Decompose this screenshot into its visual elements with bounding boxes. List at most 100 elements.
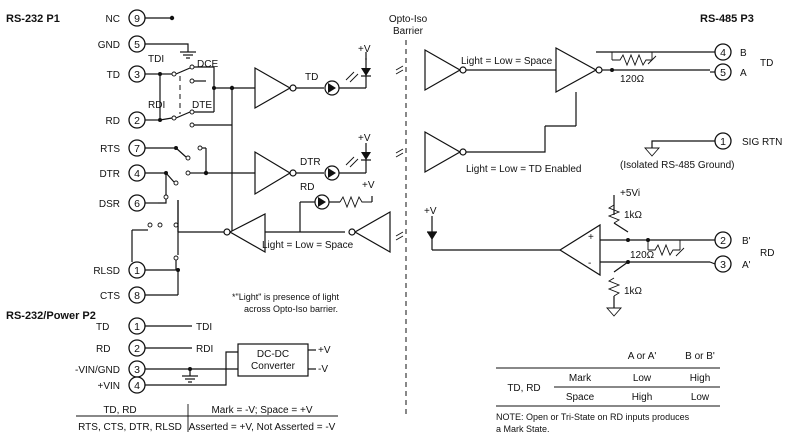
svg-text:4: 4: [134, 168, 140, 180]
voltage-table-r1c2: Mark = -V; Space = +V: [211, 405, 312, 416]
svg-text:1: 1: [134, 321, 140, 333]
svg-text:1: 1: [134, 265, 140, 277]
p1-pin-7: 7: [128, 139, 146, 157]
p3-pin-label-b-prime: B': [742, 236, 751, 247]
p3-pin-1: 1: [714, 132, 732, 150]
barrier-label-2: Barrier: [393, 26, 424, 37]
p1-pin-label-dsr: DSR: [99, 199, 120, 210]
td-signal-label: TD: [305, 72, 318, 83]
p3-pin-4: 4: [714, 43, 732, 61]
p2-pin-1: 1: [128, 317, 146, 335]
state-table-mark-a: Low: [633, 373, 652, 384]
dtr-signal-label: DTR: [300, 157, 321, 168]
svg-text:1: 1: [720, 136, 726, 148]
p3-header: RS-485 P3: [700, 13, 754, 25]
svg-text:3: 3: [134, 364, 140, 376]
switch-label-dce: DCE: [197, 59, 218, 70]
dtr-plus-v-label: +V: [358, 133, 371, 144]
light-note-2: across Opto-Iso barrier.: [244, 304, 338, 314]
switch-label-tdi: TDI: [148, 54, 164, 65]
p1-pin-label-rd: RD: [106, 116, 120, 127]
rd-opto-receiver-gate: [353, 210, 391, 254]
p3-pin-label-a: A: [740, 68, 747, 79]
p1-pin-label-td: TD: [107, 70, 120, 81]
dtr-enable-path: DTR +V Light = Low = TD Enabled: [254, 130, 581, 196]
rs485-receiver-amp: [558, 223, 601, 277]
state-table-mark: Mark: [569, 373, 592, 384]
p1-pin-2: 2: [128, 111, 146, 129]
p2-pin-label-vin: +VIN: [97, 381, 120, 392]
p1-pin-5: 5: [128, 35, 146, 53]
barrier-label-1: Opto-Iso: [389, 14, 428, 25]
rd-output-buffer-gate: [228, 213, 266, 254]
p2-pin-label-rd: RD: [96, 344, 110, 355]
state-table-mark-b: High: [690, 373, 711, 384]
p1-pin-4: 4: [128, 164, 146, 182]
p2-pin-2: 2: [128, 339, 146, 357]
svg-text:7: 7: [134, 143, 140, 155]
pullup-resistor-label: 1kΩ: [624, 210, 643, 221]
p1-header: RS-232 P1: [6, 13, 60, 25]
voltage-table-r1c1: TD, RD: [103, 405, 136, 416]
rs485-state-table: A or A' B or B' TD, RD Mark Space Low Hi…: [496, 351, 720, 434]
dc-dc-converter-line1: DC-DC: [257, 349, 289, 360]
state-table-space-b: Low: [691, 392, 710, 403]
switch-label-rdi: RDI: [148, 100, 165, 111]
p3-rd-group-label: RD: [760, 248, 774, 259]
p1-pin-label-cts: CTS: [100, 291, 120, 302]
state-table-space: Space: [566, 392, 595, 403]
rd-light-annotation: Light = Low = Space: [262, 240, 354, 251]
p1-pin-label-nc: NC: [106, 14, 120, 25]
svg-text:3: 3: [720, 259, 726, 271]
p1-pin-3: 3: [128, 65, 146, 83]
amp-minus-sign: -: [588, 258, 591, 269]
rd-signal-label: RD: [300, 182, 314, 193]
p3-td-group-label: TD: [760, 58, 773, 69]
p1-wiring: TDI DCE RDI DTE: [131, 15, 255, 296]
dc-dc-converter-block: [237, 343, 309, 377]
svg-text:5: 5: [134, 39, 140, 51]
td-transmit-path: TD +V: [254, 44, 404, 110]
p3-pin-label-sigrtn: SIG RTN: [742, 137, 782, 148]
isolated-ground-label: (Isolated RS-485 Ground): [620, 160, 735, 171]
p3-pin-2: 2: [714, 231, 732, 249]
dcdc-out-neg: -V: [318, 364, 328, 375]
p1-pin-9: 9: [128, 9, 146, 27]
svg-text:4: 4: [720, 47, 726, 59]
p1-pin-label-rts: RTS: [100, 144, 120, 155]
plus-5vi-label: +5Vi: [620, 188, 640, 199]
rd-plus-v-label: +V: [362, 180, 375, 191]
p2-signal-rdi: RDI: [196, 344, 213, 355]
svg-text:8: 8: [134, 290, 140, 302]
state-table-note-1: NOTE: Open or Tri-State on RD inputs pro…: [496, 412, 690, 422]
td-enable-light-annotation: Light = Low = TD Enabled: [466, 164, 581, 175]
p1-pin-8: 8: [128, 286, 146, 304]
rd-receive-path: RD +V Light = Low = Space +V + - +5Vi 1k…: [223, 180, 710, 317]
p2-wiring: TDI RDI: [145, 322, 238, 386]
svg-text:5: 5: [720, 67, 726, 79]
svg-text:9: 9: [134, 13, 140, 25]
p2-pin-label-vin-gnd: -VIN/GND: [75, 365, 120, 376]
p1-pin-6: 6: [128, 194, 146, 212]
voltage-table-r2c2: Asserted = +V, Not Asserted = -V: [189, 422, 336, 433]
svg-text:2: 2: [134, 115, 140, 127]
p3-pin-label-a-prime: A': [742, 260, 751, 271]
rd-termination-resistor-label: 120Ω: [630, 250, 655, 261]
p1-pin-label-rlsd: RLSD: [93, 266, 120, 277]
svg-text:2: 2: [720, 235, 726, 247]
rd-led-plus-v-label: +V: [424, 206, 437, 217]
voltage-level-table: TD, RD Mark = -V; Space = +V RTS, CTS, D…: [76, 404, 338, 433]
dtr-buffer-gate: [254, 150, 292, 196]
svg-text:6: 6: [134, 198, 140, 210]
p1-pin-label-dtr: DTR: [99, 169, 120, 180]
rs485-driver-gate: [555, 46, 598, 94]
switch-label-dte: DTE: [192, 100, 212, 111]
p3-pin-label-b: B: [740, 48, 747, 59]
light-note-1: *"Light" is presence of light: [232, 292, 339, 302]
pulldown-resistor-label: 1kΩ: [624, 286, 643, 297]
td-isolated-side: Light = Low = Space 120Ω: [424, 46, 710, 150]
state-table-row-group: TD, RD: [507, 383, 540, 394]
dc-dc-converter-line2: Converter: [251, 361, 296, 372]
dcdc-out-pos: +V: [318, 345, 331, 356]
